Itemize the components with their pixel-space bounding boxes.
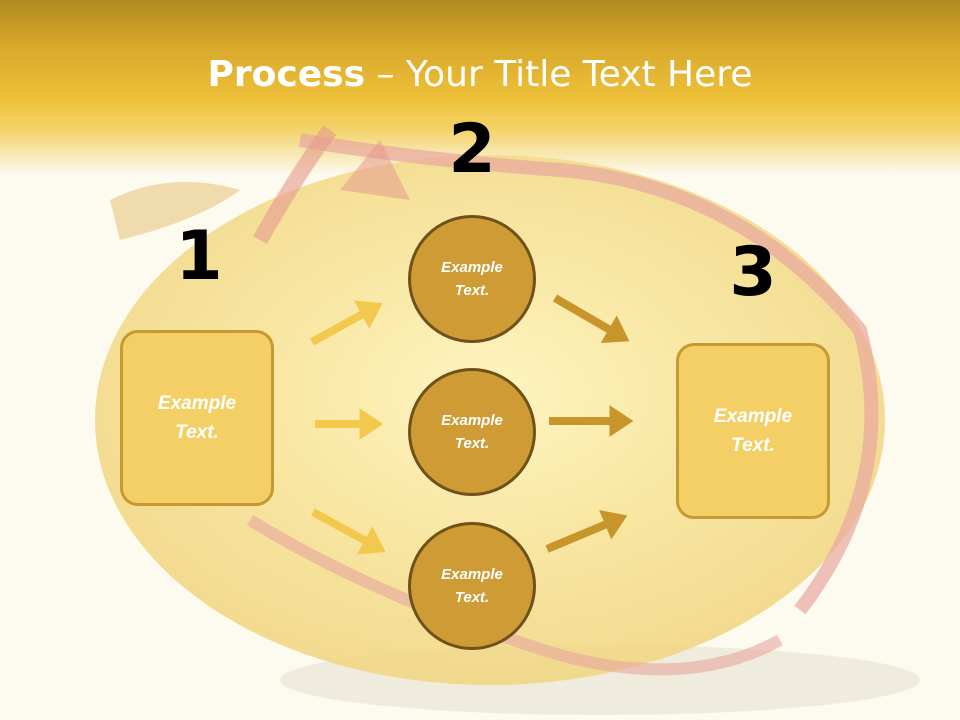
circle-middle-line2: Text. (454, 435, 490, 452)
circle-bottom-line1: Example (441, 566, 503, 583)
ribbon-icon (298, 133, 879, 615)
step-number-2: 2 (448, 110, 496, 189)
right-box-line1: Example (713, 406, 793, 427)
slide-title: Process – Your Title Text Here (0, 52, 960, 98)
title-bold: Process (207, 54, 366, 95)
left-box-line1: Example (157, 393, 237, 414)
left-box-line2: Text. (175, 422, 219, 443)
circle-top-line1: Example (441, 259, 503, 276)
title-banner (0, 0, 960, 175)
circle-middle-line1: Example (441, 412, 503, 429)
circle-bottom-line2: Text. (454, 589, 490, 606)
step-number-3: 3 (729, 233, 777, 312)
step-number-1: 1 (175, 217, 223, 296)
circle-top-line2: Text. (454, 282, 490, 299)
right-box-line2: Text. (731, 435, 775, 456)
title-rest: – Your Title Text Here (365, 54, 753, 95)
